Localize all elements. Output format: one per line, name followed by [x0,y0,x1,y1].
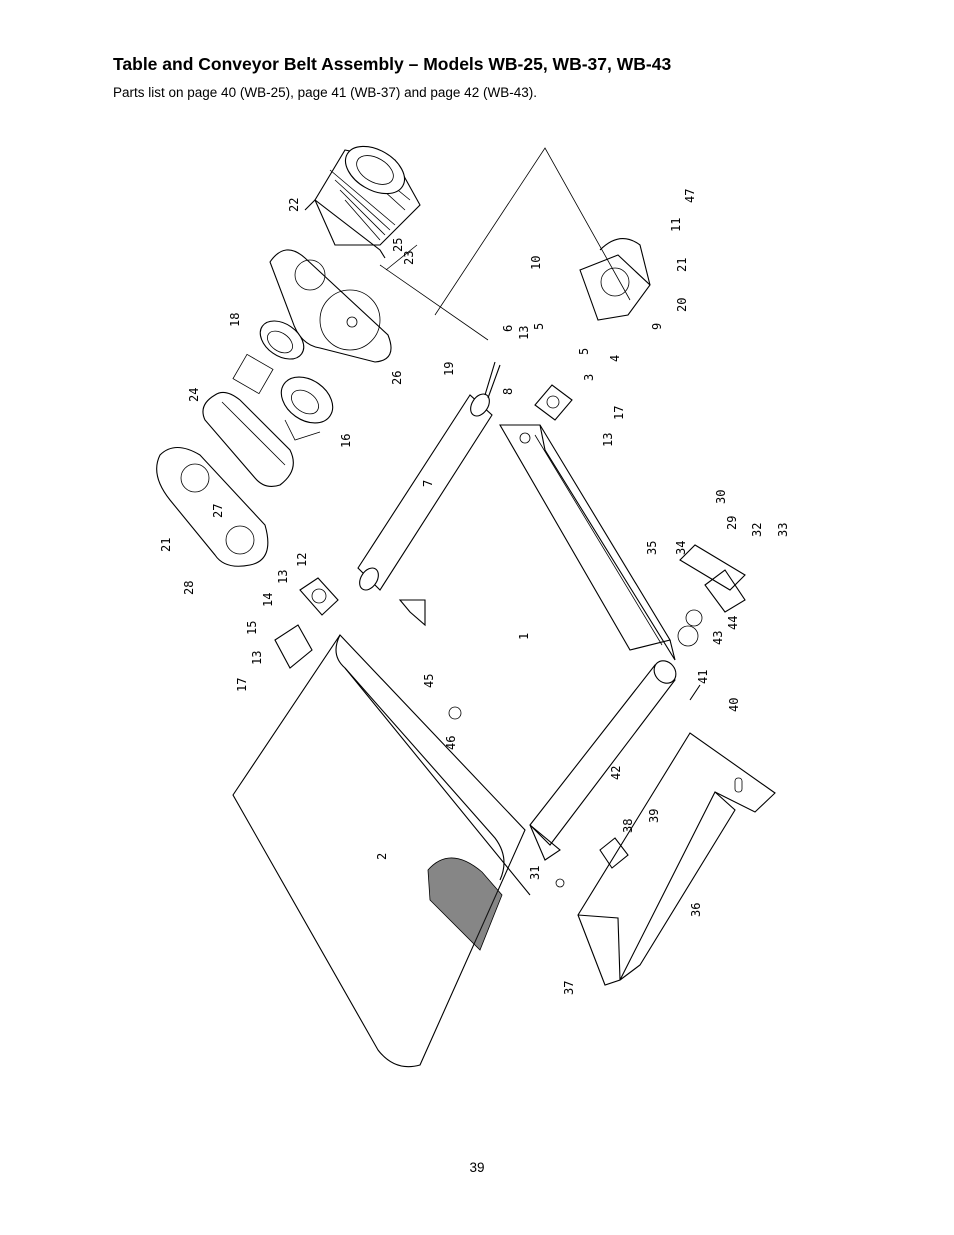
motor-pulley [232,320,305,395]
part-label: 47 [683,189,697,203]
part-label: 46 [444,736,458,750]
part-label: 43 [711,631,725,645]
part-label: 44 [726,616,740,630]
part-label: 20 [675,298,689,312]
part-label: 42 [609,766,623,780]
part-label: 24 [187,388,201,402]
part-label: 9 [650,323,664,330]
part-label: 21 [159,538,173,552]
part-label: 18 [228,313,242,327]
drive-belt [202,391,294,487]
parts-list-reference: Parts list on page 40 (WB-25), page 41 (… [113,85,537,100]
small-hardware [448,609,703,888]
part-label: 36 [689,903,703,917]
conveyor-table-top [232,634,531,1068]
part-label: 29 [725,516,739,530]
part-label: 11 [669,218,683,232]
part-label: 23 [402,251,416,265]
part-label: 25 [391,238,405,252]
part-label: 17 [612,406,626,420]
part-label: 37 [562,981,576,995]
part-label: 28 [182,581,196,595]
part-label: 45 [422,674,436,688]
part-label: 3 [582,374,596,381]
part-label: 22 [287,198,301,212]
part-label: 2 [375,853,389,860]
part-label: 5 [577,348,591,355]
part-label: 12 [295,553,309,567]
part-label: 32 [750,523,764,537]
support-bracket [577,732,776,986]
part-label: 26 [390,371,404,385]
part-label: 31 [528,866,542,880]
drive-pulley [280,376,334,441]
part-label: 13 [276,570,290,584]
part-label: 30 [714,490,728,504]
part-label: 21 [675,258,689,272]
part-label: 38 [621,819,635,833]
gear-reducer [579,238,651,321]
part-label: 15 [245,621,259,635]
part-label: 4 [608,355,622,362]
part-label: 34 [674,541,688,555]
part-label: 5 [532,323,546,330]
part-label: 19 [442,362,456,376]
part-label: 16 [339,434,353,448]
part-label: 6 [501,325,515,332]
part-label: 14 [261,593,275,607]
part-label: 39 [647,809,661,823]
part-label: 41 [696,670,710,684]
part-label: 8 [501,388,515,395]
belt-cover [156,446,269,567]
page-number: 39 [469,1160,485,1175]
bearing-right [534,384,573,421]
take-up-bracket [679,544,746,613]
take-up-housing [274,624,313,669]
drive-roller [357,361,501,591]
bearing-left [299,577,339,616]
part-label: 17 [235,678,249,692]
part-label: 33 [776,523,790,537]
part-label: 27 [211,504,225,518]
part-label: 13 [250,651,264,665]
part-label: 10 [529,256,543,270]
part-label: 40 [727,698,741,712]
part-label: 7 [421,480,435,487]
motor [304,145,421,259]
page-title: Table and Conveyor Belt Assembly – Model… [113,54,672,74]
part-labels: 1 2 3 4 5 5 6 7 8 9 10 11 12 13 13 13 13… [159,189,790,995]
part-label: 35 [645,541,659,555]
part-label: 13 [517,326,531,340]
part-label: 13 [601,433,615,447]
conveyor-frame [398,424,676,661]
idler-roller-rail [529,660,677,861]
upper-cover-outline [379,147,631,341]
part-label: 1 [517,633,531,640]
